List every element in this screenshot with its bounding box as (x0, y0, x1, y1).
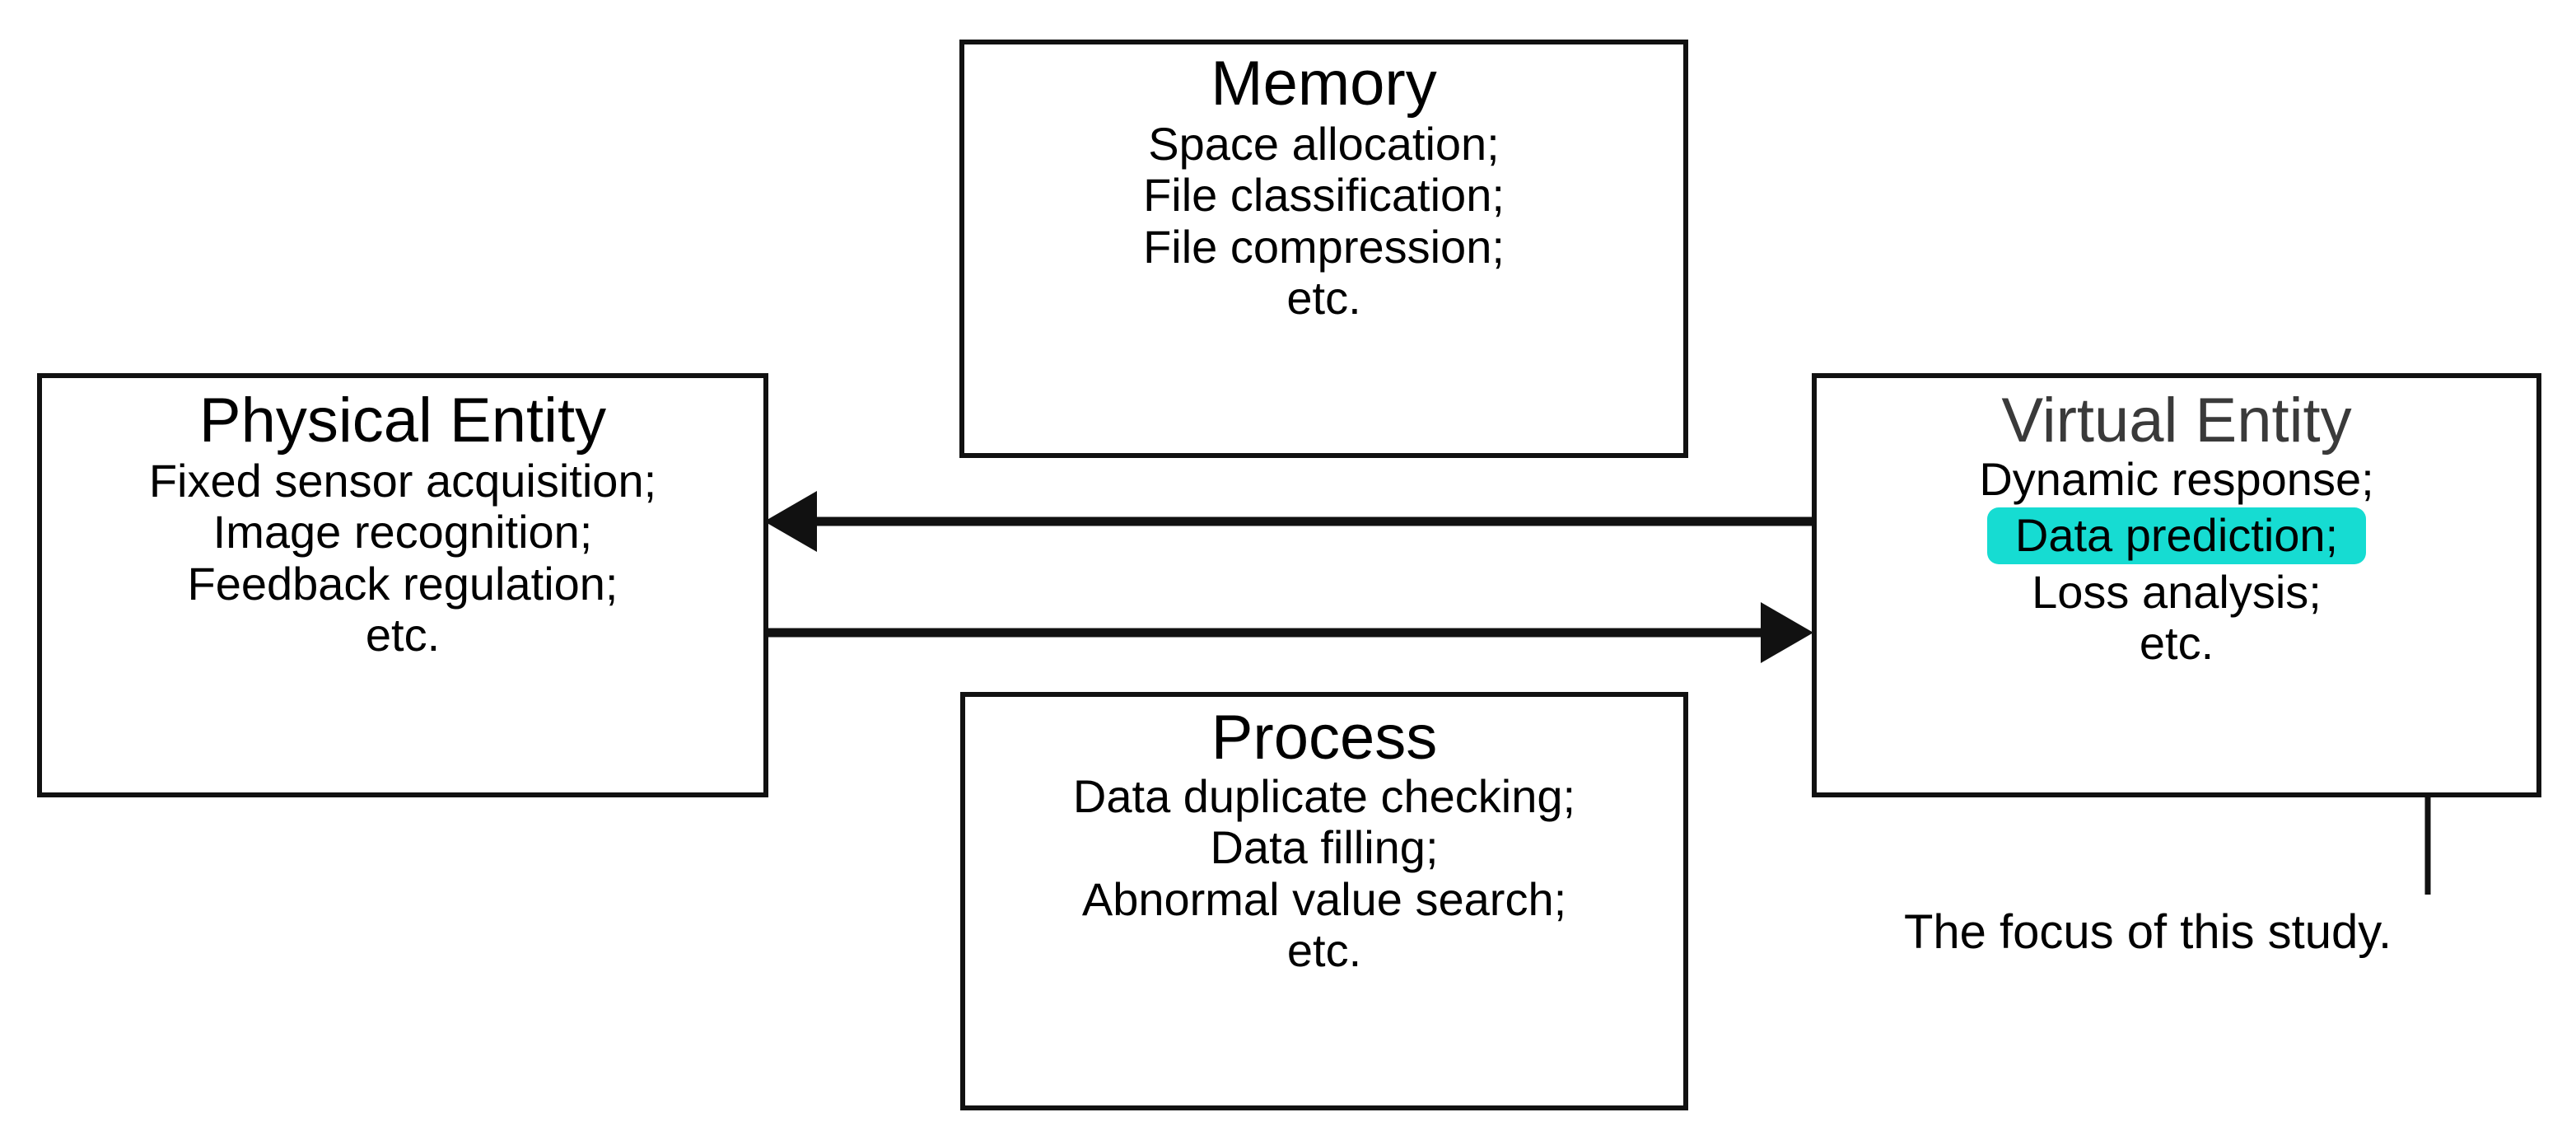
node-physical-entity-title: Physical Entity (198, 386, 607, 456)
node-process-line-4: etc. (1286, 924, 1362, 977)
node-virtual-entity[interactable]: Virtual Entity Dynamic response; Data pr… (1812, 373, 2541, 797)
node-virtual-entity-title: Virtual Entity (2001, 386, 2352, 456)
node-memory-line-3: File compression; (1143, 220, 1505, 273)
node-virtual-entity-line-2-highlighted[interactable]: Data prediction; (1986, 507, 2367, 564)
node-process[interactable]: Process Data duplicate checking; Data fi… (960, 692, 1688, 1110)
node-virtual-entity-line-4: etc. (2139, 617, 2214, 670)
node-memory-lines: Space allocation; File classification; F… (964, 119, 1683, 325)
node-memory-title: Memory (1211, 49, 1437, 119)
node-memory-line-1: Space allocation; (1148, 118, 1500, 170)
node-physical-entity-line-1: Fixed sensor acquisition; (148, 455, 657, 507)
node-process-title: Process (1211, 703, 1438, 773)
annotation-focus-note: The focus of this study. (1904, 905, 2392, 959)
node-virtual-entity-line-3: Loss analysis; (2032, 565, 2322, 618)
node-virtual-entity-lines: Dynamic response; Data prediction; Loss … (1817, 454, 2536, 670)
node-physical-entity-line-2: Image recognition; (212, 506, 593, 558)
node-memory[interactable]: Memory Space allocation; File classifica… (959, 40, 1688, 458)
node-virtual-entity-line-1: Dynamic response; (1979, 453, 2374, 505)
arrow-physical-to-virtual (768, 602, 1813, 663)
node-physical-entity-line-3: Feedback regulation; (187, 557, 618, 610)
node-process-lines: Data duplicate checking; Data filling; A… (965, 771, 1683, 977)
node-physical-entity-lines: Fixed sensor acquisition; Image recognit… (42, 456, 763, 661)
node-process-line-2: Data filling; (1210, 821, 1439, 874)
node-process-line-3: Abnormal value search; (1081, 872, 1567, 925)
node-process-line-1: Data duplicate checking; (1072, 770, 1576, 822)
node-physical-entity[interactable]: Physical Entity Fixed sensor acquisition… (37, 373, 768, 797)
node-memory-line-4: etc. (1286, 272, 1361, 325)
node-memory-line-2: File classification; (1143, 169, 1505, 222)
node-physical-entity-line-4: etc. (365, 609, 441, 661)
arrow-virtual-to-physical (764, 491, 1812, 552)
